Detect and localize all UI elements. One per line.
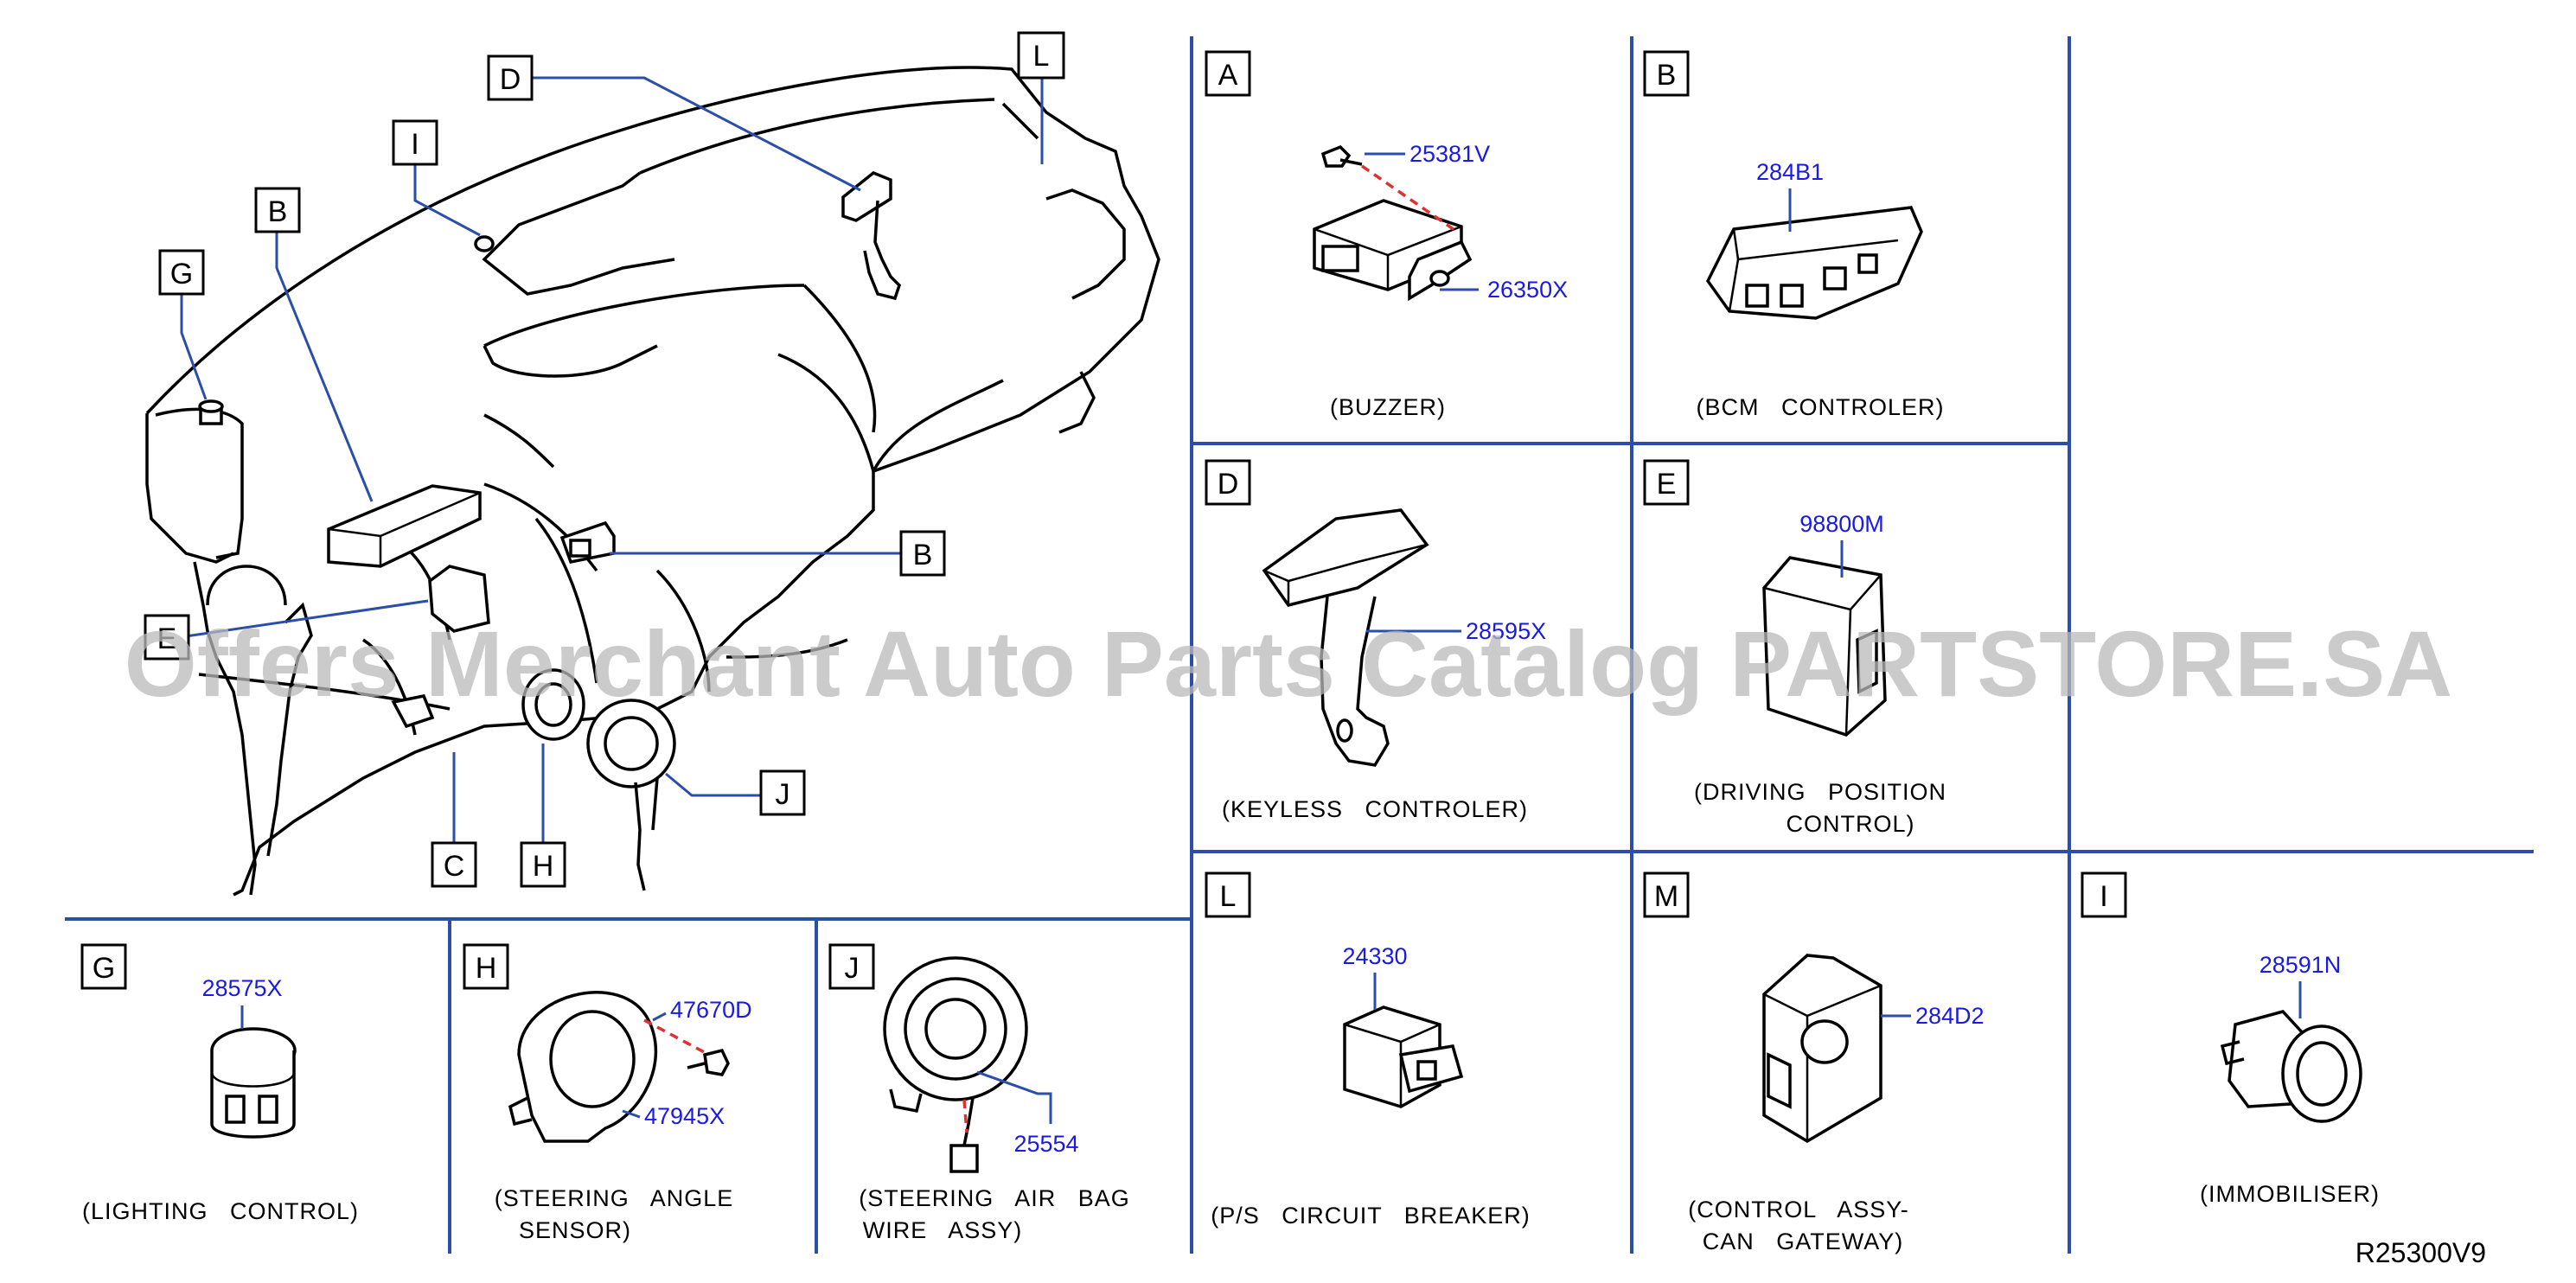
caption-lighting-control: (LIGHTING CONTROL) — [82, 1198, 359, 1224]
svg-text:D: D — [1218, 468, 1239, 501]
svg-text:L: L — [1220, 880, 1237, 913]
svg-text:E: E — [157, 622, 177, 655]
part-26350x: 26350X — [1487, 277, 1568, 303]
watermark-text: Offers Merchant Auto Parts Catalog PARTS… — [125, 611, 2452, 716]
svg-text:G: G — [170, 258, 193, 290]
callout-g: G — [158, 249, 205, 296]
caption-driving-position-2: CONTROL) — [1787, 811, 1915, 837]
panel-g-lighting-control: G 28575X (LIGHTING CONTROL) — [80, 943, 359, 1224]
panel-l-ps-circuit-breaker: L 24330 (P/S CIRCUIT BREAKER) — [1205, 871, 1531, 1229]
panel-h-steering-angle-sensor: H 47670D 47945X (STEERING ANGLE SENSOR) — [463, 943, 752, 1243]
svg-text:H: H — [476, 952, 497, 985]
callout-b-buzzer: B — [899, 530, 946, 577]
part-28575x: 28575X — [201, 975, 282, 1001]
callout-d: D — [487, 54, 534, 101]
part-47670d: 47670D — [670, 997, 752, 1023]
panel-d-keyless: D 28595X (KEYLESS CONTROLER) — [1205, 459, 1546, 822]
callout-c: C — [431, 841, 477, 888]
part-28595x: 28595X — [1466, 618, 1546, 644]
overview-callouts: D L I B G B E C H J — [144, 31, 1065, 888]
svg-text:M: M — [1654, 880, 1678, 913]
caption-steering-airbag-2: WIRE ASSY) — [863, 1217, 1023, 1243]
svg-text:B: B — [268, 195, 288, 228]
part-284d2: 284D2 — [1915, 1003, 1985, 1029]
part-25381v: 25381V — [1409, 141, 1490, 167]
caption-immobiliser: (IMMOBILISER) — [2200, 1181, 2380, 1207]
dashboard-overview — [145, 66, 1160, 897]
svg-text:I: I — [2100, 880, 2107, 913]
caption-ps-circuit-breaker: (P/S CIRCUIT BREAKER) — [1211, 1203, 1531, 1229]
svg-text:C: C — [444, 850, 465, 883]
callout-l: L — [1017, 31, 1065, 80]
caption-can-gateway-2: CAN GATEWAY) — [1703, 1229, 1904, 1254]
svg-text:E: E — [1657, 468, 1677, 501]
panel-e-driving-position: E 98800M (DRIVING POSITION CONTROL) — [1643, 459, 1946, 837]
callout-h: H — [520, 841, 566, 888]
svg-text:J: J — [845, 952, 860, 985]
callout-i: I — [392, 119, 438, 166]
reference-code: R25300V9 — [2355, 1237, 2486, 1268]
panel-dividers — [65, 36, 2534, 1254]
svg-text:I: I — [411, 128, 419, 161]
svg-text:J: J — [776, 778, 790, 811]
part-47945x: 47945X — [644, 1103, 725, 1129]
caption-steering-airbag-1: (STEERING AIR BAG — [859, 1185, 1130, 1211]
part-284b1: 284B1 — [1756, 159, 1824, 185]
panel-b-bcm: B 284B1 (BCM CONTROLER) — [1643, 50, 1945, 420]
callout-b-bcm: B — [254, 187, 301, 233]
part-24330: 24330 — [1342, 943, 1407, 969]
svg-text:G: G — [93, 952, 115, 985]
part-98800m: 98800M — [1799, 511, 1884, 537]
svg-text:B: B — [913, 539, 933, 571]
svg-text:L: L — [1033, 40, 1050, 73]
caption-keyless: (KEYLESS CONTROLER) — [1222, 796, 1528, 822]
callout-e: E — [144, 614, 190, 661]
panel-j-steering-airbag-wire: J 25554 (STEERING AIR BAG WIRE ASSY) — [828, 943, 1130, 1243]
caption-steering-angle-2: SENSOR) — [519, 1217, 631, 1243]
caption-bcm: (BCM CONTROLER) — [1697, 394, 1945, 420]
svg-text:A: A — [1218, 59, 1238, 92]
panel-m-can-gateway: M 284D2 (CONTROL ASSY- CAN GATEWAY) — [1643, 871, 1985, 1254]
svg-text:H: H — [533, 850, 554, 883]
caption-can-gateway-1: (CONTROL ASSY- — [1688, 1197, 1909, 1222]
caption-buzzer: (BUZZER) — [1330, 394, 1446, 420]
panel-i-immobiliser: I 28591N (IMMOBILISER) — [2081, 871, 2380, 1207]
panel-a-buzzer: A 25381V 26350X (BUZZER) — [1205, 50, 1568, 420]
part-28591n: 28591N — [2260, 952, 2342, 978]
svg-text:D: D — [500, 63, 521, 96]
caption-steering-angle-1: (STEERING ANGLE — [495, 1185, 734, 1211]
caption-driving-position-1: (DRIVING POSITION — [1694, 779, 1946, 805]
svg-text:B: B — [1657, 59, 1677, 92]
callout-j: J — [759, 769, 806, 816]
part-25554: 25554 — [1013, 1131, 1078, 1157]
